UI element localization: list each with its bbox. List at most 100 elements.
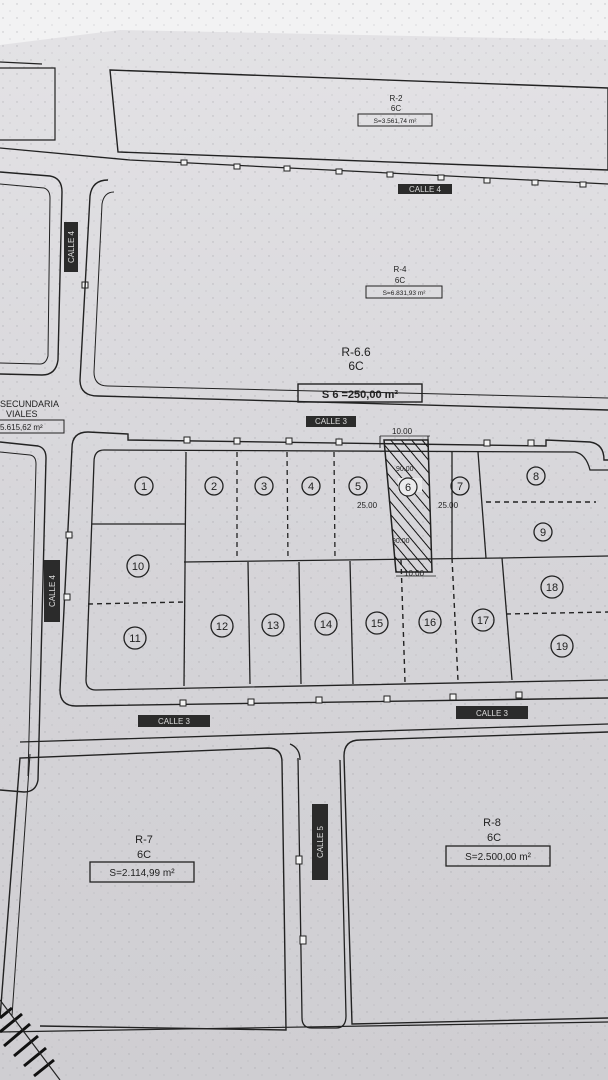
svg-text:CALLE 3: CALLE 3 — [315, 417, 348, 426]
lot-circle — [533, 522, 553, 542]
street-label-calle3-right — [456, 706, 528, 719]
lot-9: 9 — [533, 522, 553, 542]
lot-circle — [204, 476, 224, 496]
svg-text:CALLE 5: CALLE 5 — [316, 825, 325, 858]
street-label-calle3-left — [138, 715, 210, 727]
lot-circle — [418, 610, 442, 634]
dim-top: 10.00 — [392, 427, 413, 436]
svg-text:VIALES: VIALES — [6, 409, 38, 419]
road-edge-top: CALLE 4 — [0, 147, 608, 194]
block-r8: R-8 6C S=2.500,00 m² — [343, 731, 608, 1025]
lot-circle — [450, 476, 470, 496]
lot-number: 11 — [129, 633, 140, 645]
lot-number: 10 — [132, 561, 144, 573]
svg-text:S=2.500,00 m²: S=2.500,00 m² — [465, 852, 532, 863]
r4-area: S=6.831,93 m² — [383, 290, 427, 297]
lot-circle — [550, 634, 574, 658]
r66-name: R-6.6 — [341, 345, 371, 359]
lot-number: 15 — [371, 618, 383, 630]
lot-13: 13 — [261, 613, 285, 637]
lot-number: 4 — [308, 481, 314, 493]
lot-8: 8 — [526, 466, 546, 486]
r66-zone: 6C — [348, 359, 364, 373]
lot-number: 16 — [424, 617, 436, 629]
svg-text:5.615,62 m²: 5.615,62 m² — [0, 423, 43, 432]
street-label-calle4-top — [398, 184, 452, 194]
lot-number: 12 — [216, 621, 228, 633]
lot-19: 19 — [550, 634, 574, 658]
lot-circle — [261, 613, 285, 637]
svg-text:SECUNDARIA: SECUNDARIA — [0, 399, 59, 409]
lot-6-hatched: 10.00 90.00 90.00 10.00 25.00 25.00 — [357, 427, 459, 578]
lot-number: 18 — [546, 582, 558, 594]
lot-11: 11 — [123, 626, 147, 650]
dim-angle-top: 90.00 — [396, 466, 414, 473]
lot-5: 5 — [348, 476, 368, 496]
lot-10: 10 — [126, 554, 150, 578]
lot-14: 14 — [314, 612, 338, 636]
lot-15: 15 — [365, 611, 389, 635]
block-r2: R-2 6C S=3.561,74 m² — [0, 61, 608, 171]
lot-circle — [210, 614, 234, 638]
lot-2: 2 — [204, 476, 224, 496]
street-calle5: CALLE 5 — [289, 743, 347, 1029]
lot-circle — [314, 612, 338, 636]
lot-number: 1 — [141, 481, 147, 493]
lot-number: 3 — [261, 481, 267, 493]
svg-text:CALLE 4: CALLE 4 — [48, 574, 57, 607]
r4-name: R-4 — [394, 265, 407, 274]
lot-circle — [254, 476, 274, 496]
lot-18: 18 — [540, 575, 564, 599]
lot-1: 1 — [134, 476, 154, 496]
lot-number: 14 — [320, 619, 332, 631]
svg-text:CALLE 3: CALLE 3 — [158, 717, 191, 726]
r2-name: R-2 — [390, 94, 403, 103]
svg-text:R-7: R-7 — [135, 834, 153, 846]
block-r66-label: R-6.6 6C S 6 =250,00 m² — [297, 345, 423, 403]
svg-text:6C: 6C — [137, 849, 151, 861]
svg-text:CALLE 4: CALLE 4 — [67, 230, 76, 263]
road-bottom: CALLE 3 CALLE 3 — [19, 706, 608, 743]
block-r7: R-7 6C S=2.114,99 m² — [0, 747, 287, 1031]
lot-7: 7 — [450, 476, 470, 496]
lot-circle — [123, 626, 147, 650]
lot-4: 4 — [301, 476, 321, 496]
lot-circle — [526, 466, 546, 486]
lot-number: 17 — [477, 615, 489, 627]
lot-number: 9 — [540, 527, 546, 539]
lot-number: 5 — [355, 481, 361, 493]
block-r4: R-4 6C S=6.831,93 m² — [79, 179, 608, 411]
street-label-calle3-top: CALLE 3 — [306, 416, 356, 427]
lot-12: 12 — [210, 614, 234, 638]
lot-number: 7 — [457, 481, 463, 493]
lot-number: 13 — [267, 620, 279, 632]
r2-area: S=3.561,74 m² — [374, 118, 418, 125]
svg-text:R-8: R-8 — [483, 817, 501, 829]
svg-text:CALLE 4: CALLE 4 — [409, 185, 442, 194]
r66-area: S 6 =250,00 m² — [322, 389, 398, 401]
lot-circle — [540, 575, 564, 599]
dim-right: 25.00 — [438, 501, 459, 510]
lot-number: 8 — [533, 471, 539, 483]
lot-number: 6 — [405, 482, 411, 494]
lot-circle — [365, 611, 389, 635]
r4-zone: 6C — [395, 276, 405, 285]
lot-number: 19 — [556, 641, 568, 653]
lot-17: 17 — [471, 608, 495, 632]
svg-text:6C: 6C — [487, 832, 501, 844]
lot-circle — [348, 476, 368, 496]
svg-text:S=2.114,99 m²: S=2.114,99 m² — [109, 868, 175, 879]
dim-angle-bottom: 90.00 — [392, 538, 410, 545]
street-label-calle4-left-bottom: CALLE 4 — [44, 560, 60, 622]
street-label-calle5 — [312, 804, 328, 880]
lot-circle — [301, 476, 321, 496]
lot-circle — [134, 476, 154, 496]
dim-bottom: 10.00 — [404, 569, 425, 578]
dim-left: 25.00 — [357, 501, 378, 510]
lot-number: 2 — [211, 481, 217, 493]
secundaria-viales-label: SECUNDARIA VIALES 5.615,62 m² — [0, 399, 65, 434]
lot-circle — [471, 608, 495, 632]
